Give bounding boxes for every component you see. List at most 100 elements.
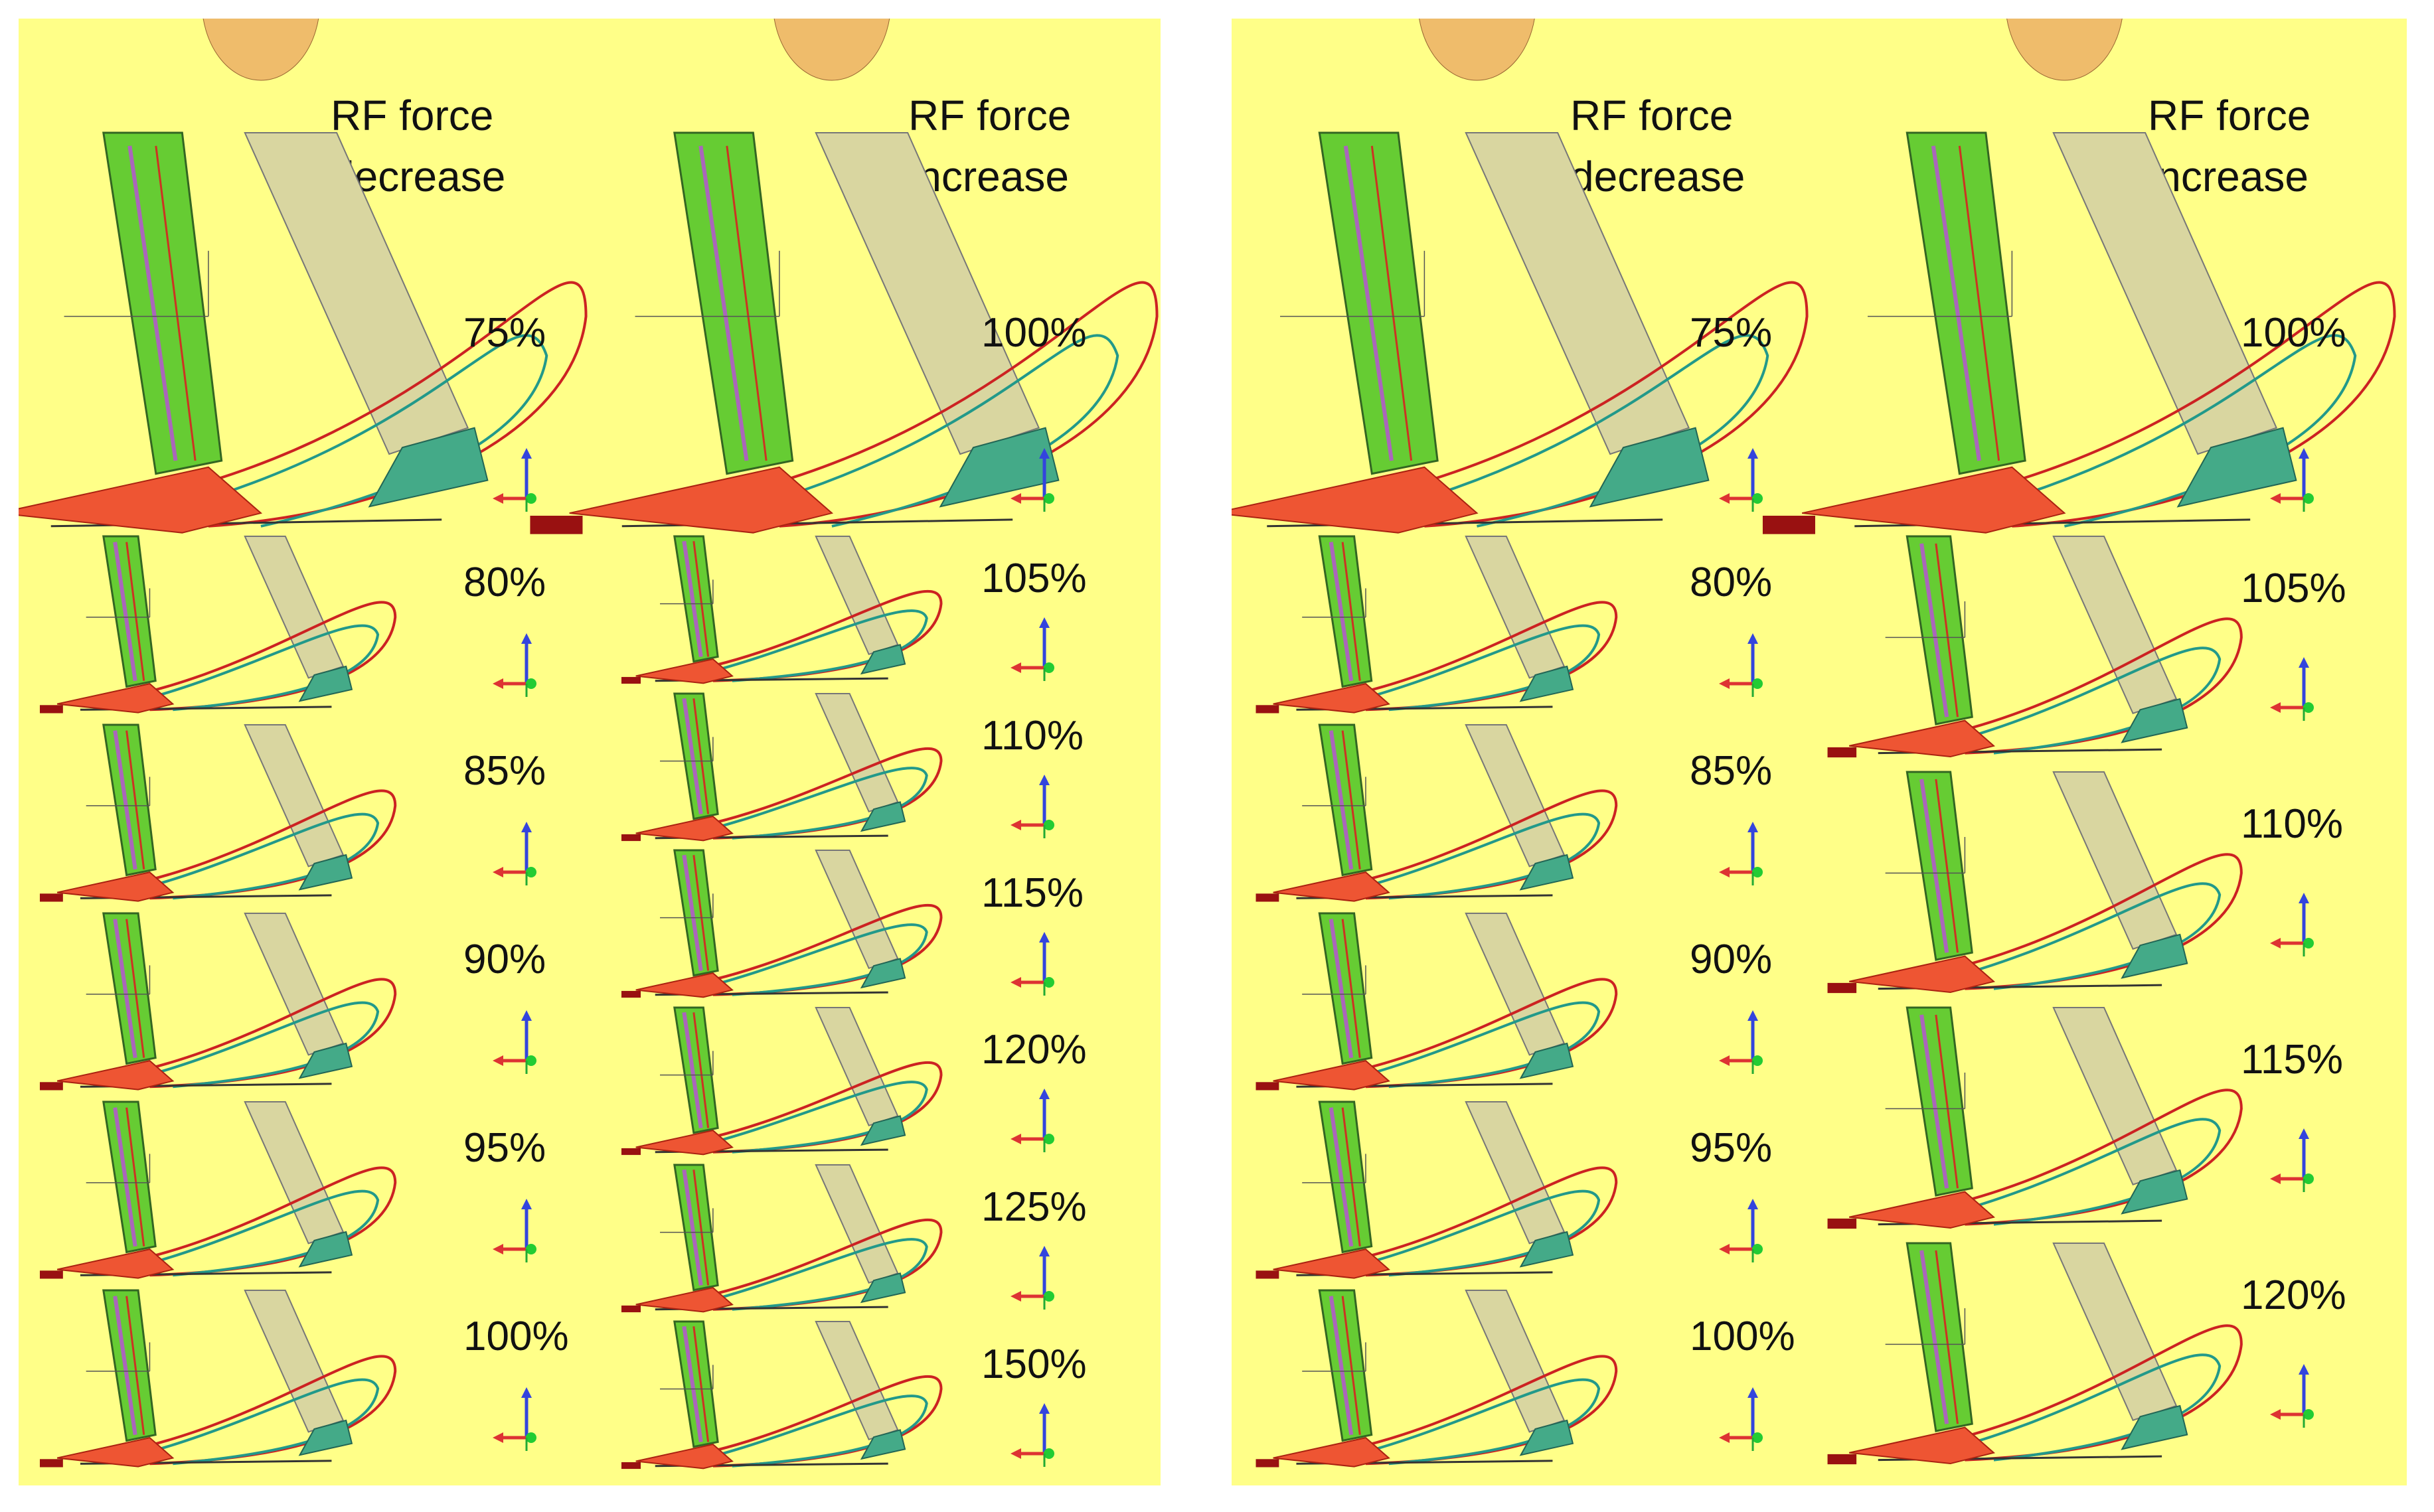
force-percentage-label: 75% [463,310,546,356]
simulation-frame: 75% [19,19,590,536]
simulation-frame: 125% [590,1164,1161,1322]
simulation-frame: 75% [1232,19,1819,536]
force-percentage-label: 100% [981,310,1087,356]
column-header-line: decrease [1570,153,1745,200]
coordinate-axes-icon [1011,617,1054,682]
coordinate-axes-icon [2270,448,2314,512]
leg-model-figure [1762,19,2396,534]
simulation-frame: 115% [590,849,1161,1008]
leg-model-figure [39,1289,397,1468]
simulation-frame: 80% [1232,535,1819,725]
leg-model-figure [1827,1006,2243,1229]
force-percentage-label: 85% [463,748,546,794]
leg-model-figure [621,1320,943,1470]
coordinate-axes-icon [1719,633,1763,697]
simulation-frame: 110% [590,692,1161,851]
increase-column: RF force increase 100% 105% 110% 115% 120% [1762,19,2407,1485]
simulation-frame: 100% [1232,1289,1819,1479]
column-header-line: RF force [1570,92,1734,139]
column-header-line: RF force [2148,92,2311,139]
column-header-line: increase [908,153,1069,200]
force-percentage-label: 90% [1690,937,1773,983]
force-percentage-label: 95% [1690,1125,1773,1172]
coordinate-axes-icon [1011,931,1054,996]
coordinate-axes-icon [493,1010,536,1074]
simulation-frame: 95% [19,1100,590,1290]
column-header-line: RF force [331,92,494,139]
column-header-line: increase [2148,153,2309,200]
coordinate-axes-icon [493,448,536,512]
force-percentage-label: 95% [463,1125,546,1172]
force-percentage-label: 100% [463,1314,569,1360]
force-percentage-label: 120% [981,1027,1087,1073]
force-percentage-label: 85% [1690,748,1773,794]
coordinate-axes-icon [2270,656,2314,721]
coordinate-axes-icon [1011,1245,1054,1310]
force-percentage-label: 90% [463,937,546,983]
coordinate-axes-icon [2270,892,2314,956]
leg-model-figure [1256,912,1618,1091]
coordinate-axes-icon [493,822,536,885]
simulation-frame: 85% [19,723,590,913]
column-header: RF force decrease [1570,85,1809,207]
simulation-frame: 100% [530,19,1161,536]
leg-model-figure [621,1164,943,1313]
simulation-frame: 105% [1819,535,2407,772]
coordinate-axes-icon [1719,822,1763,885]
force-percentage-label: 110% [2241,800,2343,847]
leg-model-figure [530,19,1159,534]
simulation-frame: 90% [19,912,590,1102]
leg-model-figure [1827,1242,2243,1465]
force-percentage-label: 100% [2241,310,2346,356]
coordinate-axes-icon [493,1387,536,1451]
coordinate-axes-icon [2270,1363,2314,1428]
leg-model-figure [39,535,397,714]
leg-model-figure [621,692,943,842]
simulation-frame: 110% [1819,771,2407,1008]
leg-model-figure [39,1100,397,1279]
force-percentage-label: 115% [981,869,1084,916]
leg-model-figure [621,1006,943,1156]
leg-model-figure [1256,1289,1618,1468]
force-percentage-label: 105% [981,556,1087,602]
simulation-frame: 85% [1232,723,1819,913]
leg-model-figure [39,723,397,902]
leg-model-figure [621,849,943,998]
leg-model-figure [1256,1100,1618,1279]
coordinate-axes-icon [2270,1128,2314,1192]
simulation-frame: 115% [1819,1006,2407,1243]
coordinate-axes-icon [1719,1199,1763,1262]
leg-model-figure [1827,535,2243,758]
column-header: RF force increase [908,85,1147,207]
leg-model-figure [621,535,943,684]
coordinate-axes-icon [1011,1089,1054,1153]
force-percentage-label: 150% [981,1341,1087,1387]
leg-model-figure [1827,771,2243,994]
coordinate-axes-icon [1011,448,1054,512]
coordinate-axes-icon [1011,1402,1054,1467]
force-percentage-label: 80% [1690,560,1773,606]
force-percentage-label: 115% [2241,1036,2343,1083]
column-header: RF force increase [2148,85,2387,207]
coordinate-axes-icon [1719,1010,1763,1074]
leg-model-figure [1256,535,1618,714]
force-percentage-label: 125% [981,1184,1087,1231]
force-percentage-label: 105% [2241,565,2346,611]
force-percentage-label: 120% [2241,1272,2346,1318]
simulation-frame: 120% [1819,1242,2407,1479]
leg-model-figure [1256,723,1618,902]
simulation-frame: 150% [590,1320,1161,1479]
simulation-frame: 90% [1232,912,1819,1102]
leg-model-figure [1232,19,1809,534]
column-header-line: RF force [908,92,1072,139]
simulation-frame: 120% [590,1006,1161,1165]
force-percentage-label: 80% [463,560,546,606]
simulation-frame: 100% [19,1289,590,1479]
simulation-frame: 100% [1762,19,2407,536]
force-percentage-label: 75% [1690,310,1773,356]
coordinate-axes-icon [1719,1387,1763,1451]
